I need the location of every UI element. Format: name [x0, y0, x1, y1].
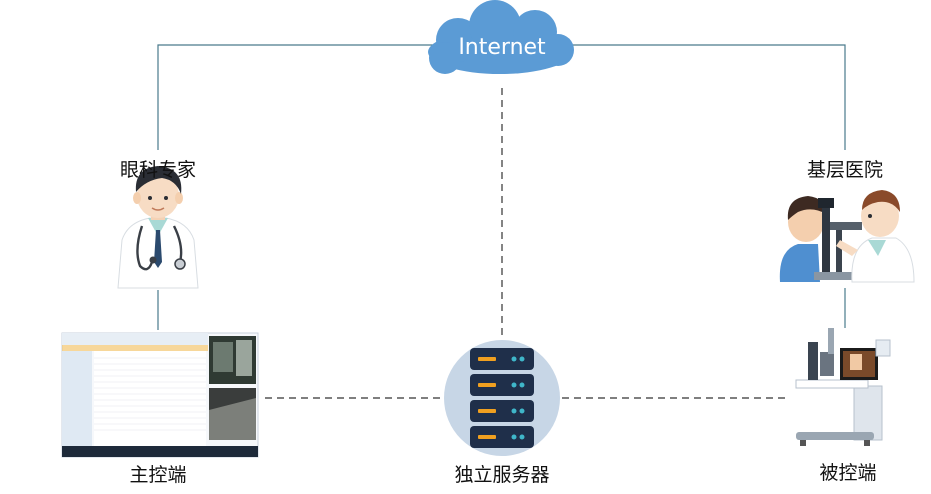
hospital-label: 基层医院	[806, 159, 884, 181]
master-control-screenshot	[61, 332, 259, 458]
master-control-label: 主控端	[129, 464, 187, 486]
slave-control-label: 被控端	[819, 462, 877, 484]
doctor-icon	[117, 166, 199, 289]
server-label: 独立服务器	[454, 464, 550, 486]
slit-lamp-device-icon	[795, 328, 891, 446]
expert-label: 眼科专家	[119, 159, 197, 181]
internet-label: Internet	[458, 35, 546, 60]
internet-cloud-icon: Internet	[428, 0, 574, 74]
line-expert-to-internet	[157, 44, 440, 150]
line-internet-to-hospital	[565, 44, 846, 150]
solid-connections	[157, 44, 846, 330]
dashed-connections	[265, 88, 785, 399]
server-icon	[444, 340, 560, 456]
eye-exam-icon	[779, 190, 915, 283]
